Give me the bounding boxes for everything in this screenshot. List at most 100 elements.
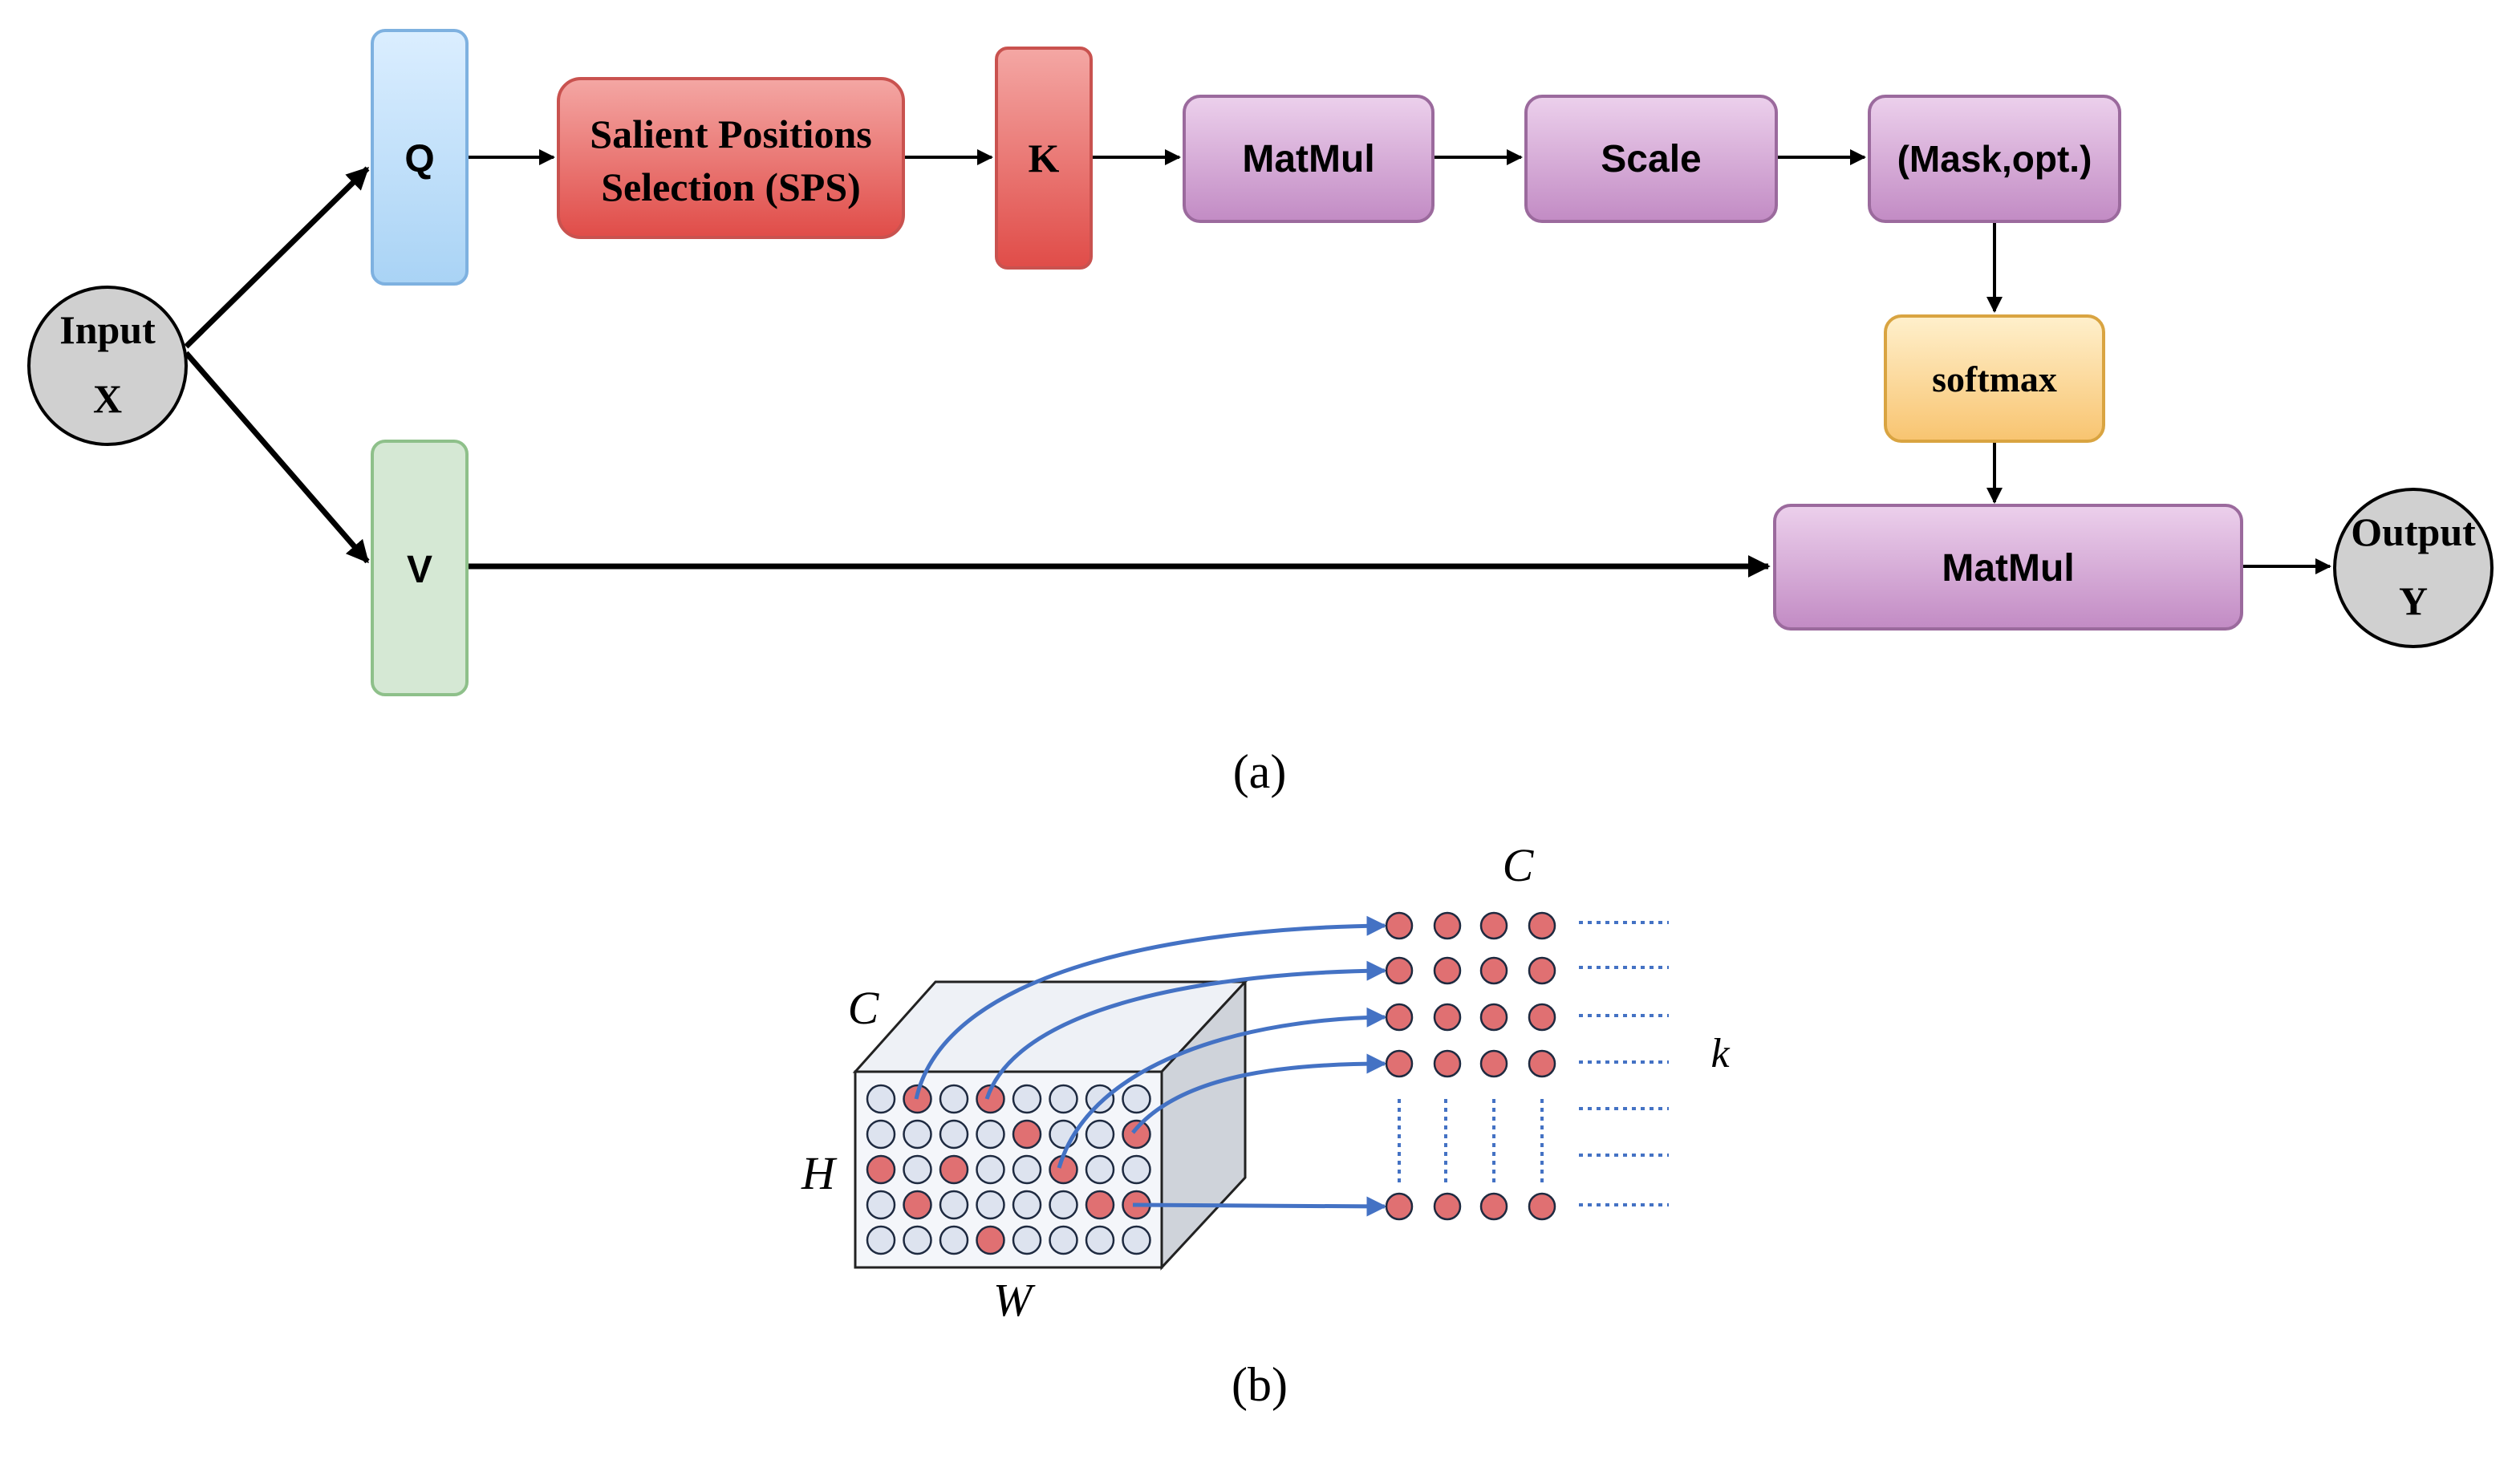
matrix-dot	[1479, 956, 1508, 985]
input-node: Input X	[27, 286, 188, 446]
position-dot	[1049, 1084, 1078, 1114]
position-dot	[1012, 1225, 1042, 1255]
v-label: V	[407, 549, 432, 591]
matrix-dot	[1479, 911, 1508, 940]
mask-label: (Mask,opt.)	[1897, 138, 2092, 180]
v-box: V	[371, 440, 469, 696]
position-dot	[1122, 1084, 1151, 1114]
matrix-dot	[1385, 1049, 1414, 1078]
output-node-line1: Output	[2351, 509, 2476, 554]
scale-label: Scale	[1601, 138, 1701, 180]
panel-a: Input X Q V Salient Positions Selection …	[27, 29, 2494, 798]
position-dot	[1012, 1084, 1042, 1114]
scale-box: Scale	[1524, 95, 1778, 223]
input-node-line1: Input	[59, 307, 156, 352]
matrix-ellipsis	[1398, 921, 1669, 1206]
k-label: K	[1029, 136, 1060, 180]
position-dot	[866, 1119, 896, 1150]
position-dot	[866, 1190, 896, 1220]
panel-b: C H W C k (b)	[801, 839, 1730, 1411]
cube-w-label: W	[993, 1274, 1036, 1326]
position-dot	[903, 1119, 932, 1150]
position-dot	[939, 1190, 969, 1220]
cube-front-face	[854, 1070, 1163, 1269]
input-node-line2: X	[93, 376, 122, 421]
selection-arrow-1	[914, 915, 1387, 1100]
matrix-dot	[1479, 1192, 1508, 1221]
selection-arrow-4	[1131, 1053, 1387, 1134]
mask-box: (Mask,opt.)	[1868, 95, 2121, 223]
position-dot	[866, 1225, 896, 1255]
position-dot	[1122, 1225, 1151, 1255]
salient-position-dot	[1085, 1190, 1115, 1220]
sps-box: Salient Positions Selection (SPS)	[557, 77, 905, 239]
matrix-dot	[1385, 1003, 1414, 1032]
cube-c-label: C	[848, 982, 880, 1034]
position-dot	[1085, 1154, 1115, 1185]
q-box: Q	[371, 29, 469, 286]
matrix-dot	[1385, 911, 1414, 940]
matrix-dot	[1528, 956, 1556, 985]
matrix-dot	[1479, 1003, 1508, 1032]
cube-h-label: H	[801, 1147, 838, 1199]
position-dot	[903, 1225, 932, 1255]
selected-matrix	[1385, 911, 1556, 1221]
matrix-dot	[1479, 1049, 1508, 1078]
matrix-dot	[1433, 1049, 1462, 1078]
position-dot	[1085, 1084, 1115, 1114]
matrix-dot	[1385, 956, 1414, 985]
caption-b: (b)	[1232, 1358, 1288, 1411]
selection-arrow-3	[1057, 1007, 1387, 1169]
cube-position-grid	[866, 1084, 1151, 1255]
position-dot	[1012, 1154, 1042, 1185]
position-dot	[1085, 1119, 1115, 1150]
selection-arrows	[914, 915, 1387, 1217]
output-node-line2: Y	[2399, 578, 2428, 623]
matrix-dot	[1528, 1003, 1556, 1032]
matrix-dot	[1433, 956, 1462, 985]
matrix-dot	[1528, 1192, 1556, 1221]
matrix-dot	[1385, 1192, 1414, 1221]
position-dot	[1049, 1225, 1078, 1255]
matmul-1-label: MatMul	[1242, 138, 1374, 180]
position-dot	[1012, 1190, 1042, 1220]
matrix-dot	[1433, 1192, 1462, 1221]
arrow-input-to-q	[184, 166, 370, 349]
k-box: K	[995, 47, 1093, 270]
position-dot	[976, 1119, 1005, 1150]
position-dot	[866, 1084, 896, 1114]
selection-arrow-2	[984, 960, 1387, 1100]
matrix-c-label: C	[1503, 839, 1535, 891]
salient-position-dot	[903, 1190, 932, 1220]
position-dot	[1049, 1190, 1078, 1220]
arrow-input-to-v	[184, 351, 370, 564]
matrix-dot	[1528, 911, 1556, 940]
feature-cube	[852, 979, 1248, 1271]
sps-label-line2: Selection (SPS)	[601, 164, 861, 209]
matmul-box-2: MatMul	[1773, 504, 2243, 631]
matrix-dot	[1433, 911, 1462, 940]
softmax-label: softmax	[1932, 359, 2057, 399]
salient-position-dot	[976, 1225, 1005, 1255]
sps-label-line1: Salient Positions	[590, 112, 871, 156]
flow-arrows	[184, 149, 2331, 578]
position-dot	[1085, 1225, 1115, 1255]
q-label: Q	[404, 138, 434, 180]
matmul-box-1: MatMul	[1183, 95, 1434, 223]
matrix-dot	[1433, 1003, 1462, 1032]
matmul-2-label: MatMul	[1942, 547, 2074, 590]
salient-position-dot	[939, 1154, 969, 1185]
position-dot	[939, 1084, 969, 1114]
position-dot	[1122, 1154, 1151, 1185]
position-dot	[939, 1225, 969, 1255]
output-node: Output Y	[2333, 488, 2494, 648]
caption-a: (a)	[1233, 745, 1287, 798]
position-dot	[976, 1190, 1005, 1220]
softmax-box: softmax	[1884, 314, 2105, 443]
matrix-k-label: k	[1710, 1031, 1730, 1077]
matrix-dot	[1528, 1049, 1556, 1078]
salient-position-dot	[1012, 1119, 1042, 1150]
selection-arrow-5	[1132, 1196, 1387, 1217]
